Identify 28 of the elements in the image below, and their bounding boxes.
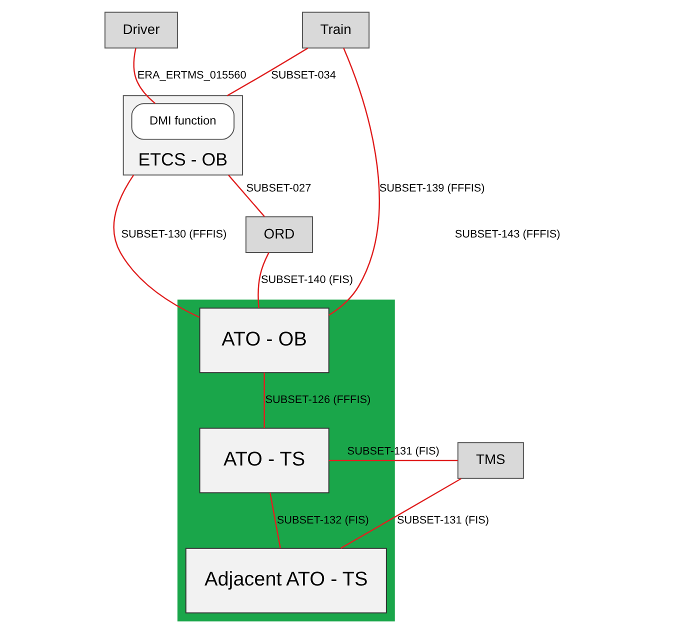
edge-label: SUBSET-139 (FFFIS) [379, 182, 485, 195]
node-box: TMS [457, 442, 524, 479]
node-box: DMI function [131, 103, 235, 140]
connector [264, 372, 265, 428]
node-box: ATO - OB [199, 308, 330, 374]
node-box: Adjacent ATO - TS [185, 548, 387, 614]
connector [228, 174, 265, 217]
edge-label: SUBSET-027 [246, 182, 312, 195]
node-box: ORD [245, 216, 313, 253]
connector [340, 478, 462, 549]
connector [269, 492, 281, 548]
connector [328, 48, 380, 316]
label: SUBSET-143 (FFFIS) [454, 228, 560, 240]
connector [226, 48, 308, 96]
node-box: Driver [104, 12, 178, 48]
connector [113, 174, 200, 318]
edge-label: ERA_ERTMS_015560 [137, 70, 246, 82]
edge-label: SUBSET-126 (FFFIS) [265, 394, 371, 406]
edge-label: SUBSET-130 (FFFIS) [121, 228, 227, 240]
edge-label: SUBSET-034 [271, 70, 336, 82]
node-box: Train [302, 12, 370, 48]
edge-label: SUBSET-140 (FIS) [260, 274, 354, 286]
connector [258, 252, 270, 308]
connector [133, 48, 156, 104]
connector [328, 460, 458, 462]
node-box: ATO - TS [199, 428, 330, 494]
edge-label: SUBSET-131 (FIS) [396, 514, 490, 526]
edge-label: SUBSET-132 (FIS) [276, 514, 369, 526]
